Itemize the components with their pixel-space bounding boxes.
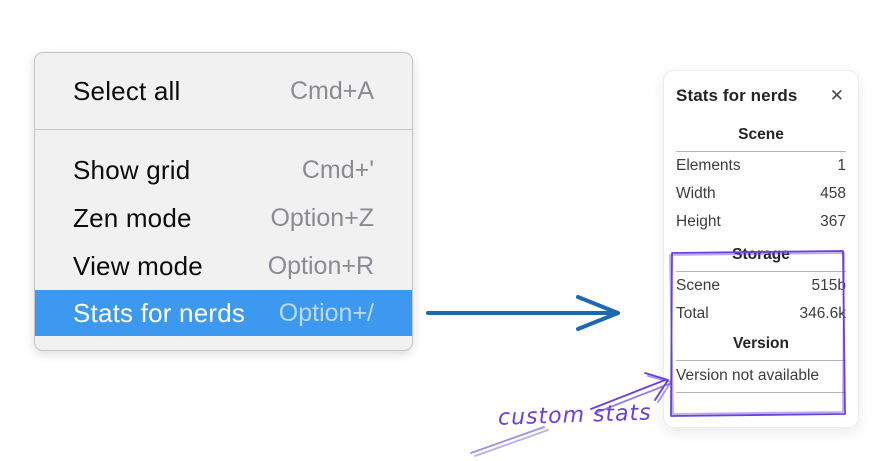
menu-item-select-all[interactable]: Select all Cmd+A — [35, 67, 412, 115]
close-icon[interactable]: ✕ — [829, 86, 844, 105]
stat-value: 458 — [820, 185, 846, 202]
stat-row-scene-size: Scene 515b — [676, 272, 846, 300]
section-heading: Version — [733, 335, 789, 352]
menu-item-zen-mode[interactable]: Zen mode Option+Z — [35, 194, 412, 242]
menu-item-view-mode[interactable]: View mode Option+R — [35, 242, 412, 290]
menu-item-label: View mode — [73, 250, 203, 281]
annotation-label: custom stats — [497, 400, 653, 431]
stats-panel: Stats for nerds ✕ Scene Elements 1 Width… — [663, 70, 859, 428]
stat-value: 1 — [837, 157, 846, 174]
menu-item-shortcut: Cmd+A — [289, 76, 374, 105]
context-menu: Select all Cmd+A Show grid Cmd+' Zen mod… — [34, 52, 413, 351]
stat-label: Width — [676, 185, 716, 202]
section-heading: Storage — [732, 246, 790, 263]
section-scene: Scene Elements 1 Width 458 Height 367 — [676, 126, 846, 236]
menu-item-label: Stats for nerds — [73, 297, 246, 328]
stat-label: Total — [676, 305, 709, 322]
stat-value: 515b — [811, 277, 846, 294]
stat-label: Elements — [676, 157, 741, 174]
menu-item-stats-for-nerds[interactable]: Stats for nerds Option+/ — [35, 290, 412, 336]
stat-row-height: Height 367 — [676, 208, 846, 236]
panel-header: Stats for nerds ✕ — [676, 86, 846, 106]
section-version: Version Version not available — [676, 335, 846, 393]
menu-item-label: Zen mode — [73, 202, 192, 233]
section-storage: Storage Scene 515b Total 346.6k — [676, 246, 846, 328]
section-heading: Scene — [738, 126, 784, 143]
version-note: Version not available — [676, 367, 820, 384]
section-divider — [676, 392, 846, 393]
menu-item-shortcut: Option+Z — [270, 203, 374, 232]
stat-value: 367 — [820, 213, 846, 230]
right-arrow-icon — [426, 295, 620, 331]
menu-item-shortcut: Option+/ — [278, 298, 374, 327]
stat-label: Height — [676, 213, 721, 230]
menu-item-label: Show grid — [73, 154, 191, 185]
menu-divider — [35, 129, 412, 130]
menu-item-shortcut: Option+R — [267, 251, 374, 280]
menu-item-show-grid[interactable]: Show grid Cmd+' — [35, 146, 412, 194]
stat-value: 346.6k — [799, 305, 846, 322]
panel-title: Stats for nerds — [676, 86, 798, 105]
stat-label: Scene — [676, 277, 720, 294]
stat-row-elements: Elements 1 — [676, 152, 846, 180]
menu-item-label: Select all — [73, 75, 181, 106]
stat-row-width: Width 458 — [676, 180, 846, 208]
menu-item-shortcut: Cmd+' — [301, 155, 374, 184]
section-divider — [676, 151, 846, 152]
stat-row-total-size: Total 346.6k — [676, 300, 846, 328]
